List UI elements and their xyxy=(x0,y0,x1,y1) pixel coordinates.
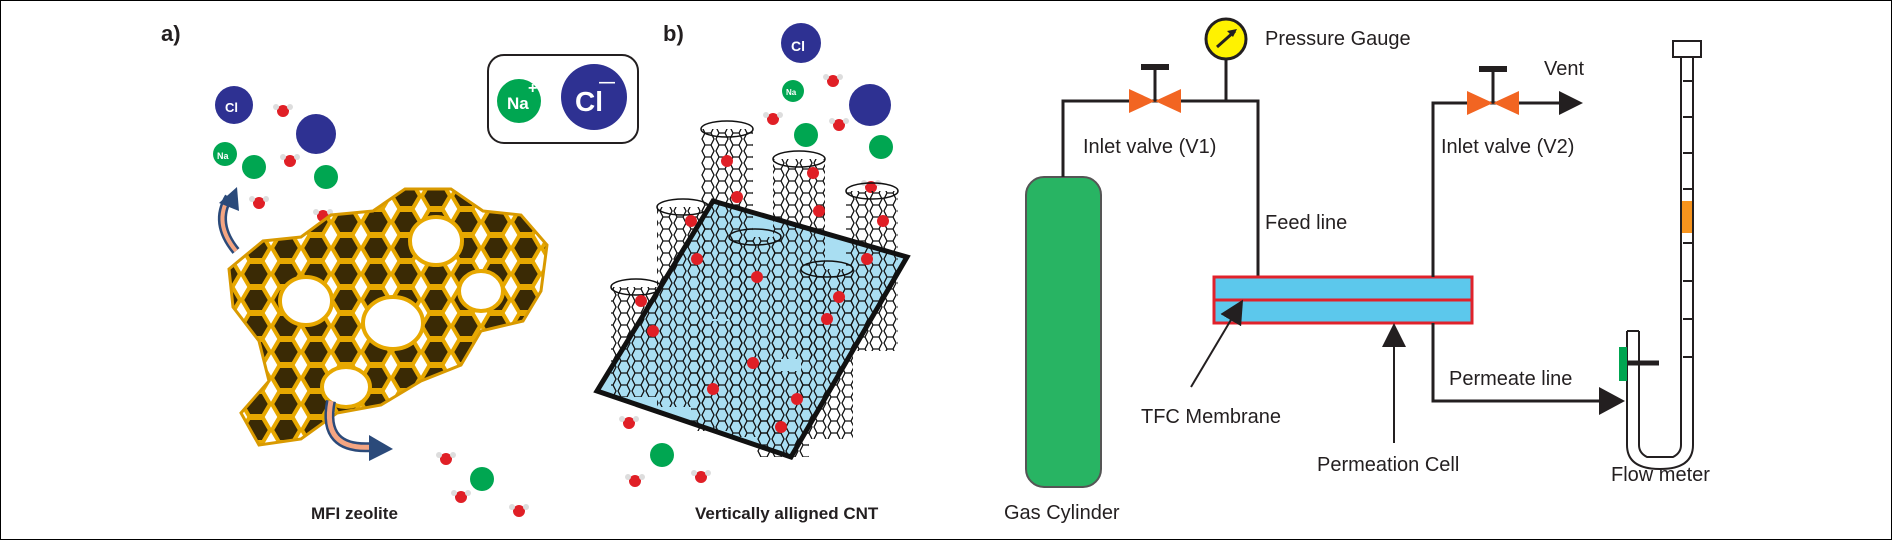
sodium-ion xyxy=(650,443,674,467)
sodium-label: Na xyxy=(786,88,797,97)
permeation-cell xyxy=(1212,275,1474,325)
chloride-label: Cl xyxy=(225,100,238,115)
legend-cl-label: Cl xyxy=(575,86,603,117)
inlet-valve-v1-label: Inlet valve (V1) xyxy=(1083,136,1216,158)
pressure-gauge xyxy=(1204,17,1248,61)
sodium-ion xyxy=(782,80,804,102)
flow-meter-stopper xyxy=(1619,347,1627,381)
vent-label: Vent xyxy=(1544,58,1584,80)
ion-legend: Na + Cl — xyxy=(487,54,639,144)
flow-meter-label: Flow meter xyxy=(1611,464,1710,486)
sodium-ion xyxy=(242,155,266,179)
legend-na-label: Na xyxy=(507,94,529,113)
gas-cylinder xyxy=(1025,176,1102,488)
sodium-ion xyxy=(213,142,237,166)
panel-a-tag: a) xyxy=(161,21,181,46)
chloride-ion xyxy=(849,84,891,126)
legend-chloride xyxy=(561,64,627,130)
inlet-valve-v2 xyxy=(1467,66,1519,115)
sodium-ion xyxy=(314,165,338,189)
vent-arrow xyxy=(1559,91,1583,115)
chloride-ion xyxy=(781,23,821,63)
panel-a-caption: MFI zeolite xyxy=(311,504,398,523)
gas-cylinder-label: Gas Cylinder xyxy=(1004,502,1120,524)
sodium-label: Na xyxy=(217,151,229,161)
flow-meter-float xyxy=(1682,201,1692,233)
permeation-cell-label: Permeation Cell xyxy=(1317,454,1459,476)
chloride-ion xyxy=(215,86,253,124)
sodium-ion xyxy=(869,135,893,159)
sodium-ion xyxy=(470,467,494,491)
inlet-valve-v1 xyxy=(1129,64,1181,113)
water-molecules-b xyxy=(619,74,881,487)
sodium-ion xyxy=(794,123,818,147)
carbon-nanotubes xyxy=(610,120,899,457)
legend-cl-charge: — xyxy=(599,74,615,91)
pressure-gauge-label: Pressure Gauge xyxy=(1265,28,1411,50)
panel-b-tag: b) xyxy=(663,21,684,46)
ions-panel-a: Cl Na xyxy=(213,86,494,491)
feed-line-label: Feed line xyxy=(1265,212,1347,234)
ions-panel-b: Cl Na xyxy=(650,23,893,467)
permeate-arrow xyxy=(1599,387,1625,415)
tfc-membrane-pointer xyxy=(1190,299,1244,388)
inlet-valve-v2-label: Inlet valve (V2) xyxy=(1441,136,1574,158)
legend-na-charge: + xyxy=(528,80,537,97)
flow-meter xyxy=(1619,40,1702,471)
chloride-label: Cl xyxy=(791,38,805,54)
tfc-membrane-label: TFC Membrane xyxy=(1141,406,1281,428)
legend-sodium xyxy=(497,79,541,123)
chloride-ion xyxy=(296,114,336,154)
panel-b-caption: Vertically alligned CNT xyxy=(695,504,879,523)
permeate-line-label: Permeate line xyxy=(1449,368,1572,390)
water-in-cnt xyxy=(635,155,889,433)
